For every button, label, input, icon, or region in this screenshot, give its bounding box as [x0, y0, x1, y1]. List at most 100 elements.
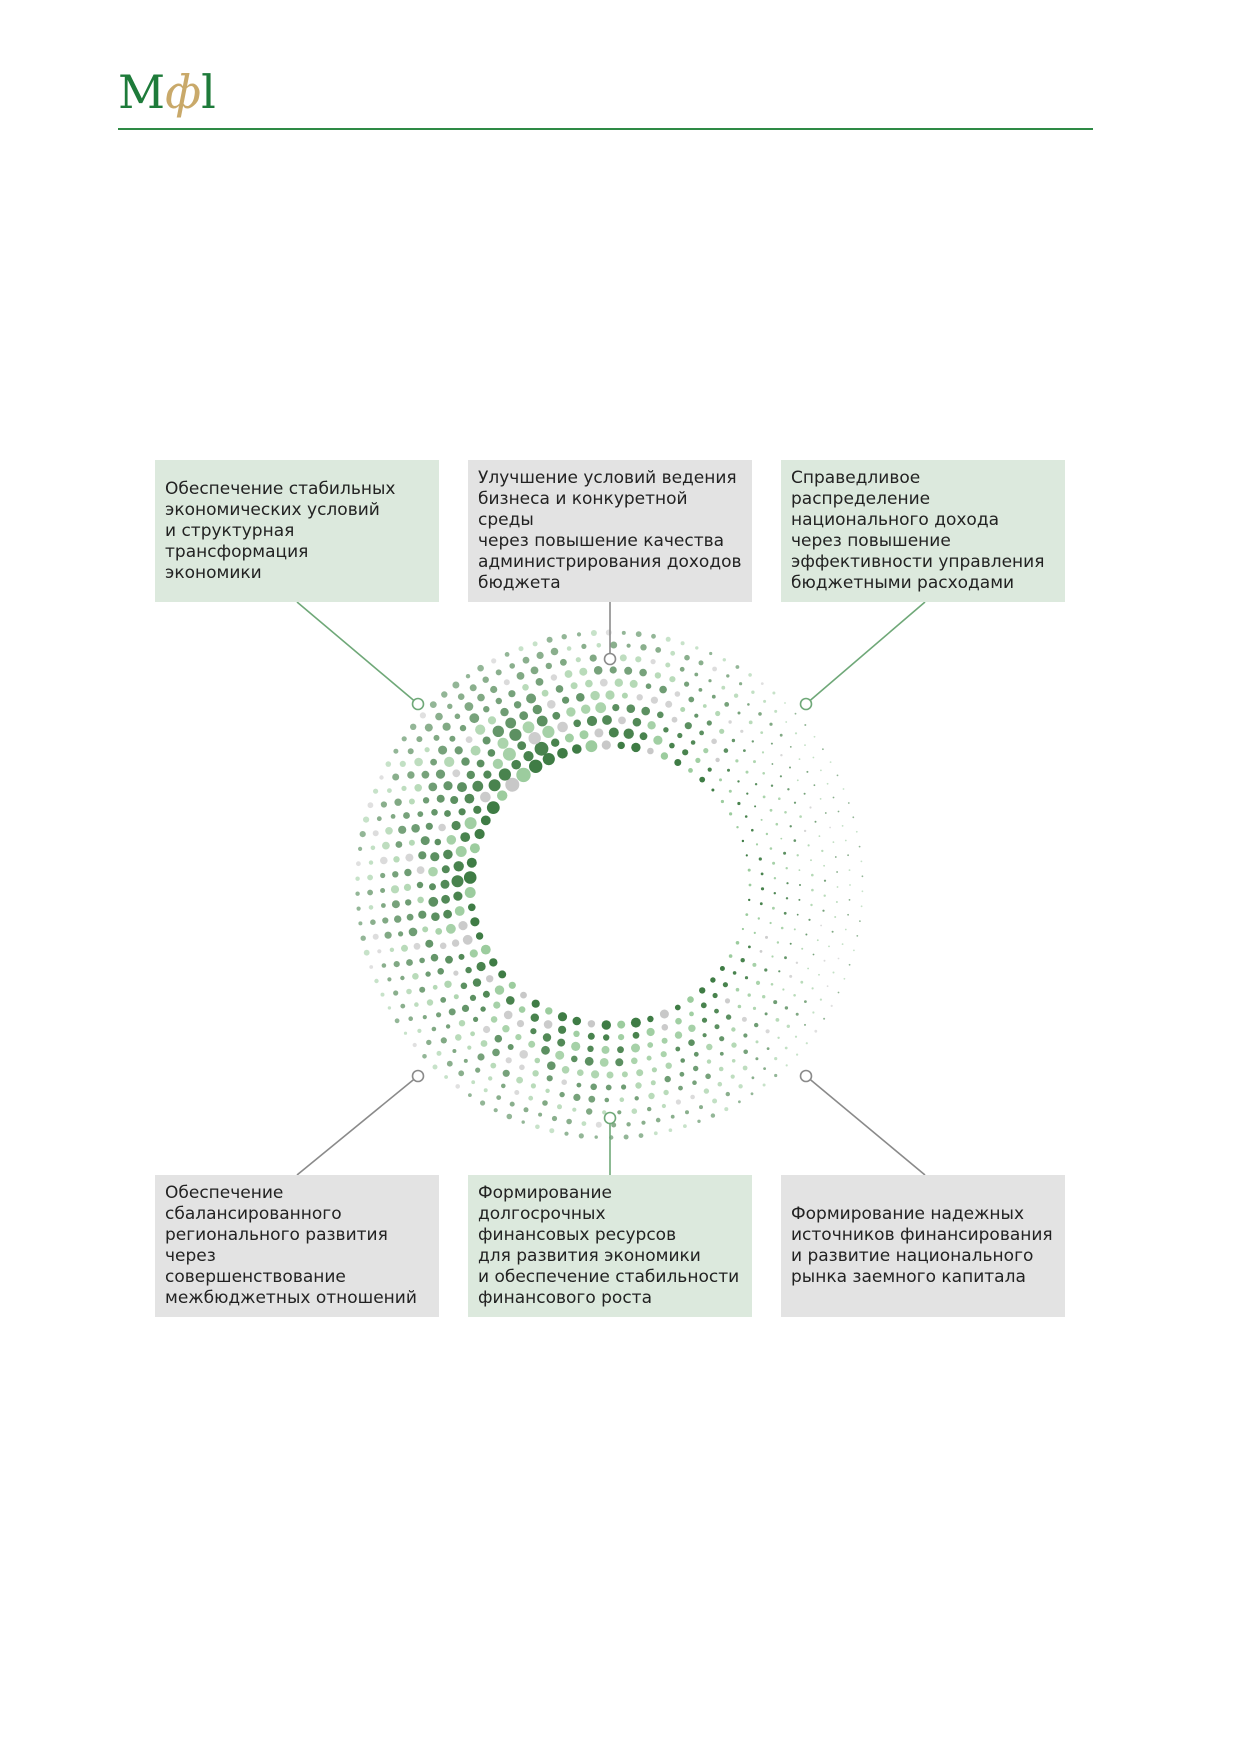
ring-dot — [401, 736, 407, 742]
ring-dot — [780, 837, 783, 840]
ring-dot — [719, 778, 722, 782]
goal-box-regional-development: Обеспечение сбалансированного региональн… — [155, 1175, 439, 1317]
ring-dot — [674, 1031, 683, 1039]
ring-dot — [836, 871, 838, 873]
ring-dot — [376, 816, 382, 822]
ring-dot — [421, 770, 430, 779]
ring-dot — [469, 949, 478, 958]
ring-dot — [494, 1034, 503, 1043]
ring-dot — [572, 744, 582, 754]
ring-dot — [451, 875, 464, 888]
ring-dot — [542, 725, 555, 739]
ring-dot — [758, 857, 762, 861]
ring-dot — [752, 1006, 757, 1011]
ring-dot — [745, 854, 748, 857]
ring-dot — [595, 1121, 602, 1128]
ring-dot — [428, 896, 439, 907]
ring-dot — [408, 927, 418, 937]
ring-dot — [380, 872, 386, 879]
ring-dot — [463, 871, 477, 884]
ring-dot — [420, 836, 430, 846]
ring-dot — [650, 659, 656, 665]
ring-dot — [861, 875, 864, 878]
ring-dot — [731, 1027, 736, 1032]
ring-dot — [519, 1050, 528, 1059]
ring-dot — [647, 747, 654, 755]
ring-dot — [707, 767, 712, 772]
ring-dot — [387, 1006, 392, 1010]
ring-dot — [809, 806, 812, 809]
ring-dot — [648, 1092, 655, 1100]
ring-dot — [389, 947, 395, 952]
ring-dot — [747, 993, 751, 997]
ring-dot — [661, 1037, 668, 1044]
ring-dot — [358, 846, 363, 852]
ring-dot — [848, 963, 851, 966]
goal-text: Обеспечение стабильных экономических усл… — [165, 478, 396, 583]
ring-dot — [819, 998, 823, 1001]
ring-dot — [650, 696, 659, 704]
ring-dot — [785, 1064, 788, 1067]
ring-dot — [680, 1058, 685, 1063]
ring-dot — [703, 1088, 710, 1094]
ring-dot — [377, 949, 382, 954]
ring-dot — [403, 883, 412, 892]
ring-dot — [738, 1100, 741, 1104]
ring-dot — [721, 685, 726, 690]
ring-dot — [605, 1084, 612, 1091]
ring-dot — [516, 1076, 523, 1084]
ring-dot — [480, 791, 491, 803]
ring-dot — [695, 757, 701, 764]
ring-dot — [585, 740, 598, 753]
ring-dot — [784, 956, 787, 960]
ring-dot — [513, 701, 522, 709]
ring-dot — [590, 1083, 597, 1091]
ring-dot — [581, 1121, 587, 1126]
ring-dot — [401, 785, 407, 792]
ring-dot — [724, 998, 731, 1004]
ring-dot — [698, 660, 704, 666]
goal-box-economic-stability: Обеспечение стабильных экономических усл… — [155, 460, 439, 602]
ring-dot — [380, 888, 386, 893]
ring-dot — [841, 943, 844, 945]
ring-dot — [617, 1020, 626, 1029]
ring-dot — [747, 703, 750, 706]
ring-dot — [514, 1090, 520, 1095]
ring-dot — [480, 815, 491, 826]
ring-dot — [480, 1100, 486, 1106]
ring-dot — [453, 861, 464, 872]
ring-dot — [392, 871, 399, 878]
ring-dot — [414, 757, 423, 767]
ring-dot — [675, 1099, 682, 1105]
ring-dot — [834, 916, 837, 918]
ring-dot — [509, 728, 522, 741]
ring-dot — [559, 1091, 565, 1098]
ring-dot — [796, 913, 799, 916]
ring-dot — [464, 702, 474, 711]
connector-economic-stability — [296, 601, 419, 705]
ring-dot — [369, 965, 374, 969]
ring-dot — [647, 1106, 652, 1112]
ring-dot — [588, 1095, 596, 1103]
ring-dot — [469, 713, 480, 724]
connector-endpoint — [799, 697, 813, 711]
ring-dot — [363, 816, 370, 823]
ring-dot — [748, 720, 753, 725]
ring-dot — [735, 759, 739, 763]
ring-dot — [789, 766, 791, 769]
ring-dot — [356, 906, 361, 911]
ring-dot — [416, 736, 423, 743]
ring-dot — [669, 676, 676, 683]
ring-dot — [858, 845, 861, 848]
ring-dot — [398, 825, 407, 834]
ring-dot — [812, 1011, 815, 1014]
ring-dot — [771, 763, 774, 765]
ring-dot — [776, 941, 780, 944]
ring-dot — [699, 776, 706, 783]
ring-dot — [679, 666, 685, 672]
ring-dot — [380, 801, 387, 808]
ring-dot — [765, 832, 769, 836]
ring-dot — [665, 700, 673, 708]
ring-dot — [445, 955, 453, 964]
